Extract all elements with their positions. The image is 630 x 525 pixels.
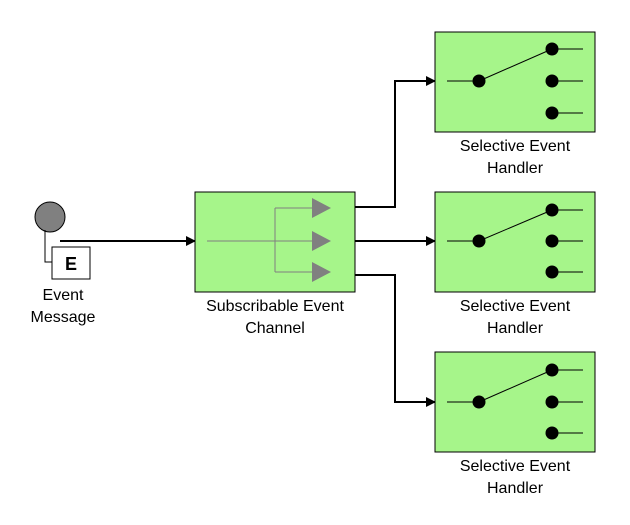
channel-to-handler-3-arrow [355,274,436,407]
handler-3-label-line2: Handler [487,480,544,497]
channel-arrow-bottom-icon [312,262,331,282]
message-circle-icon [34,201,66,233]
message-marker: E [65,254,77,274]
event-message-label-line2: Message [31,309,96,326]
channel-to-handler-1-arrow [355,76,436,208]
handler-1-label-line1: Selective Event [460,138,571,155]
handler-2-switch-icon [447,203,583,279]
event-message: E Event Message [31,201,96,326]
channel-arrow-middle-icon [312,231,331,251]
selective-event-handler-3: Selective Event Handler [434,351,596,497]
handler-1-label-line2: Handler [487,160,544,177]
handler-2-box [434,191,596,293]
channel-arrow-top-icon [312,198,331,218]
handler-3-label-line1: Selective Event [460,458,571,475]
selective-event-handler-1: Selective Event Handler [434,31,596,177]
message-marker-box [51,246,91,280]
channel-label-line1: Subscribable Event [206,298,344,315]
handler-1-box [434,31,596,133]
message-tether [44,230,52,263]
subscribable-event-channel: Subscribable Event Channel [194,191,356,337]
handler-2-label-line1: Selective Event [460,298,571,315]
handler-2-label-line2: Handler [487,320,544,337]
selective-event-handler-2: Selective Event Handler [434,191,596,337]
event-message-label-line1: Event [43,287,84,304]
channel-label-line2: Channel [245,320,305,337]
handler-1-switch-icon [447,42,583,120]
handler-3-switch-icon [447,363,583,440]
